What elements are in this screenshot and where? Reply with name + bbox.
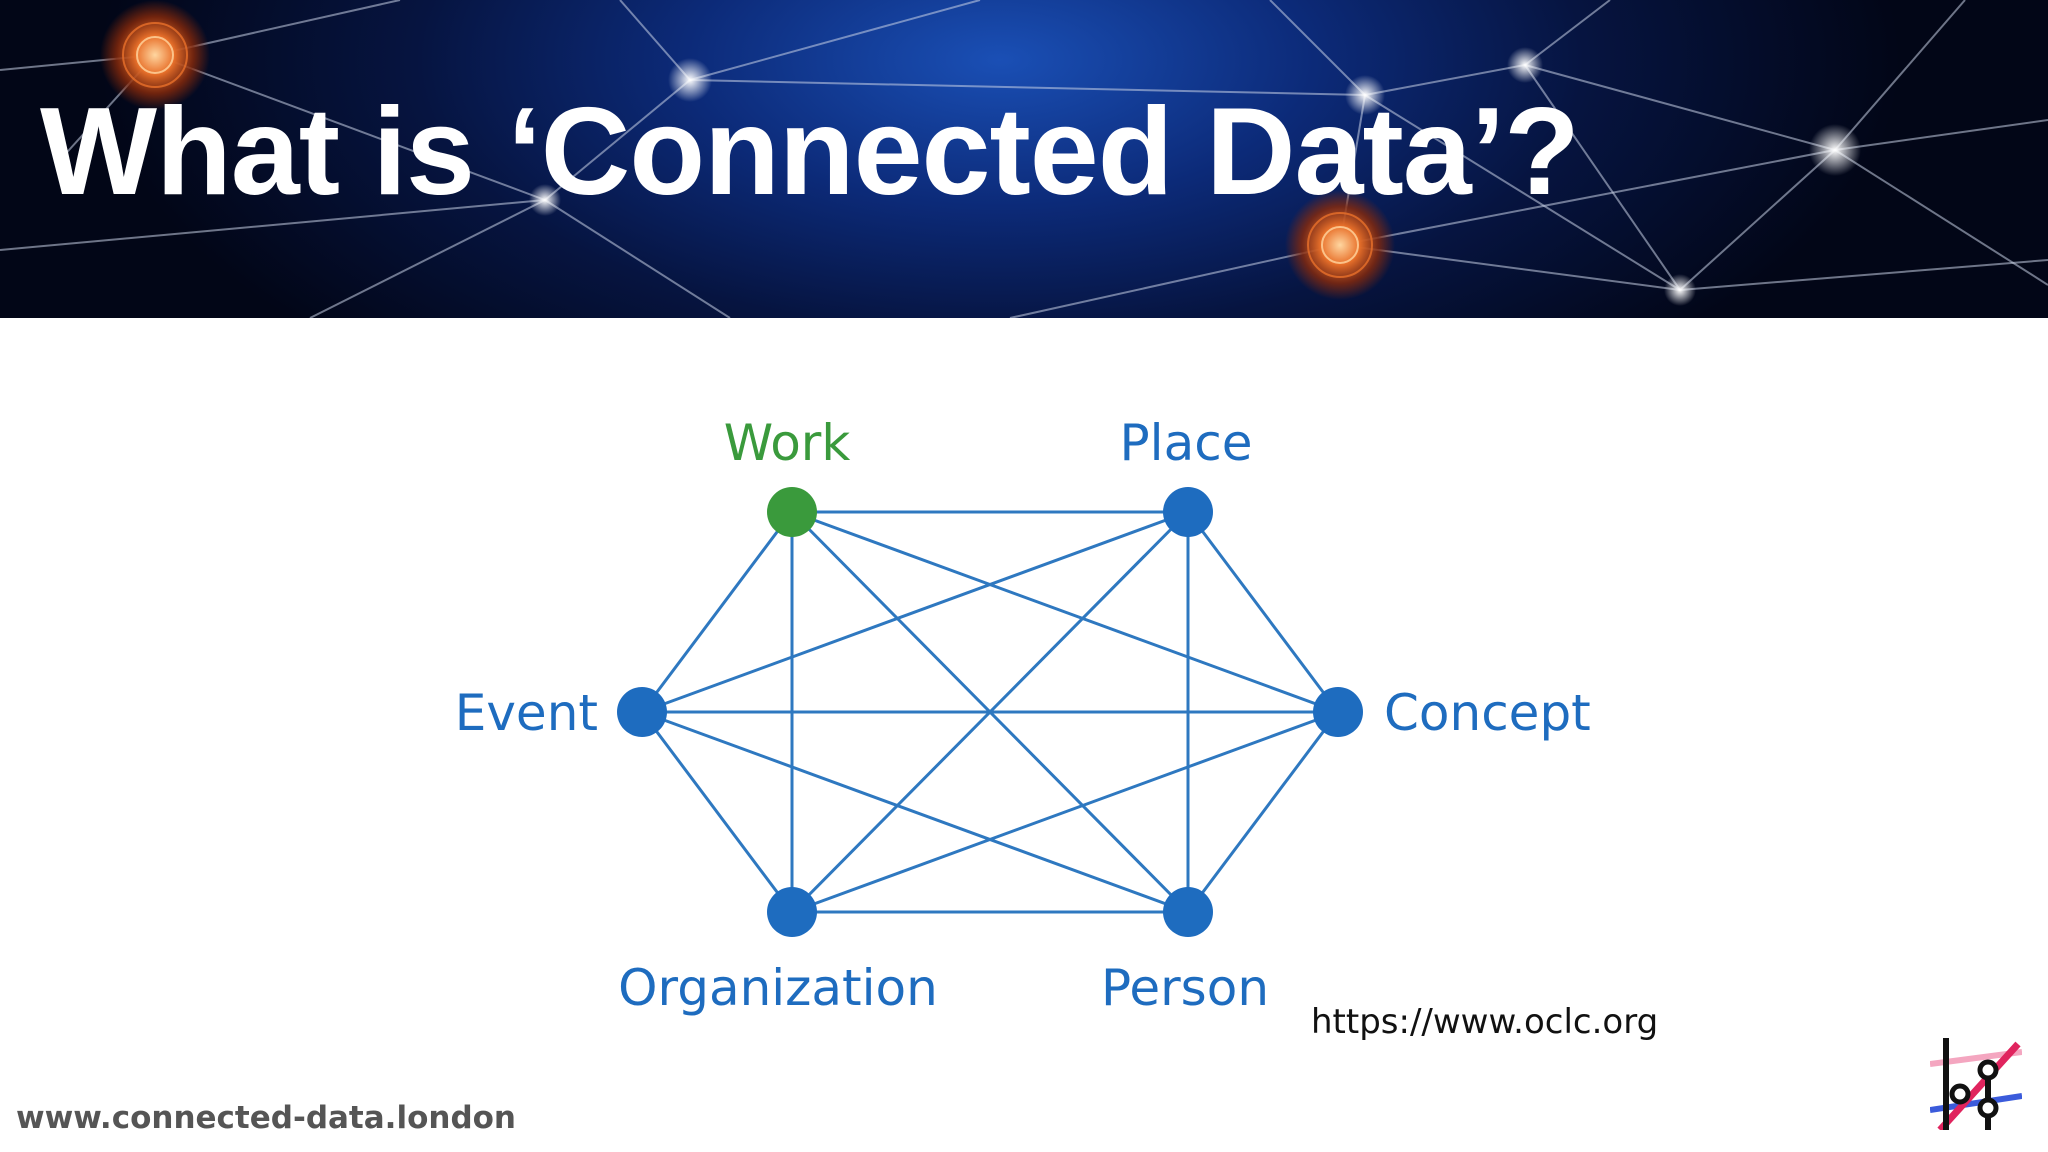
header-banner: What is ‘Connected Data’? [0, 0, 2048, 318]
edge-place-event [641, 510, 1189, 714]
source-url[interactable]: https://www.oclc.org [1311, 1002, 1659, 1042]
edge-event-organization [640, 711, 794, 913]
diagram-nodes [617, 487, 1363, 937]
edge-work-event [640, 511, 794, 713]
node-place [1163, 487, 1213, 537]
footer-website-url[interactable]: www.connected-data.london [16, 1100, 516, 1136]
slide-title: What is ‘Connected Data’? [40, 83, 1580, 221]
edge-work-concept [791, 510, 1339, 714]
edge-concept-organization [791, 710, 1339, 914]
node-label-person: Person [1101, 959, 1269, 1017]
node-label-organization: Organization [618, 959, 938, 1017]
network-background-graphic [0, 0, 2048, 318]
node-organization [767, 887, 817, 937]
node-work [767, 487, 817, 537]
node-label-concept: Concept [1384, 684, 1591, 742]
node-label-work: Work [724, 414, 851, 472]
edge-event-person [641, 710, 1189, 914]
edge-concept-person [1186, 711, 1340, 913]
connected-data-london-logo-icon [1930, 1038, 2022, 1130]
node-person [1163, 887, 1213, 937]
node-label-event: Event [455, 684, 598, 742]
node-label-place: Place [1120, 414, 1253, 472]
edge-place-concept [1186, 511, 1340, 713]
node-event [617, 687, 667, 737]
node-concept [1313, 687, 1363, 737]
diagram-edges [640, 510, 1340, 914]
